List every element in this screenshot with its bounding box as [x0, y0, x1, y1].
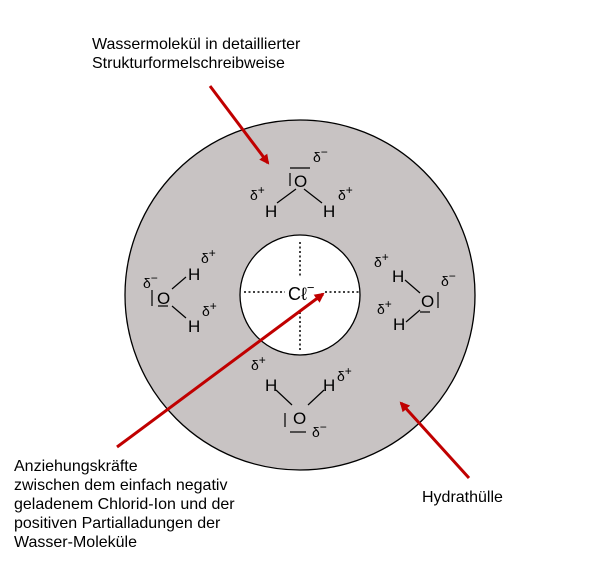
hydrogen-atom-bottom-right: H [323, 376, 335, 395]
partial-minus-left: δ− [143, 271, 158, 291]
hydrogen-atom-top-right: H [323, 202, 335, 221]
partial-minus-right: δ− [441, 269, 456, 289]
hydrogen-atom-left-top: H [188, 265, 200, 284]
partial-plus-left-top: δ+ [201, 246, 216, 266]
attraction-forces-label: Anziehungskräfte zwischen dem einfach ne… [14, 457, 235, 552]
partial-plus-right-bottom: δ+ [377, 297, 392, 317]
partial-plus-bottom-left: δ+ [251, 353, 266, 373]
partial-plus-top-right: δ+ [338, 183, 353, 203]
hydrogen-atom-bottom-left: H [265, 376, 277, 395]
partial-plus-left-bottom: δ+ [202, 299, 217, 319]
oxygen-atom-left: O [157, 289, 170, 308]
forces-label-line4: positiven Partialladungen der [14, 515, 221, 532]
arrow-to-hydration-shell [399, 401, 471, 480]
arrow-to-water-molecule [208, 85, 270, 165]
arrow-to-attraction-forces [116, 292, 325, 449]
forces-label-line2: zwischen dem einfach negativ [14, 477, 228, 494]
arrows [116, 85, 471, 480]
water-molecule-label-line2: Strukturformelschreibweise [92, 55, 285, 72]
oxygen-atom-top: O [294, 172, 307, 191]
hydrogen-atom-right-top: H [392, 267, 404, 286]
forces-label-line5: Wasser-Moleküle [14, 534, 137, 551]
partial-minus-bottom: δ− [312, 420, 327, 440]
partial-plus-right-top: δ+ [374, 250, 389, 270]
water-molecule-top [276, 167, 323, 204]
water-molecule-label: Wassermolekül in detaillierter Strukturf… [92, 35, 300, 73]
partial-plus-top-left: δ+ [250, 183, 265, 203]
hydrogen-atom-left-bottom: H [188, 317, 200, 336]
hydrogen-atom-right-bottom: H [393, 315, 405, 334]
attraction-lines [244, 242, 360, 352]
partial-plus-bottom-right: δ+ [337, 364, 352, 384]
hydration-shell-label: Hydrathülle [422, 489, 503, 506]
water-molecule-right [404, 279, 439, 323]
partial-minus-top: δ− [313, 145, 328, 165]
chloride-symbol: Cℓ− [288, 280, 314, 304]
water-molecule-bottom [275, 389, 325, 433]
forces-label-line1: Anziehungskräfte [14, 458, 138, 475]
oxygen-atom-right: O [421, 292, 434, 311]
water-molecule-left [151, 276, 187, 319]
oxygen-atom-bottom: O [293, 409, 306, 428]
hydrogen-atom-top-left: H [265, 202, 277, 221]
forces-label-line3: geladenem Chlorid-Ion und der [14, 496, 235, 513]
water-molecule-label-line1: Wassermolekül in detaillierter [92, 36, 301, 53]
chloride-ion [239, 234, 361, 356]
